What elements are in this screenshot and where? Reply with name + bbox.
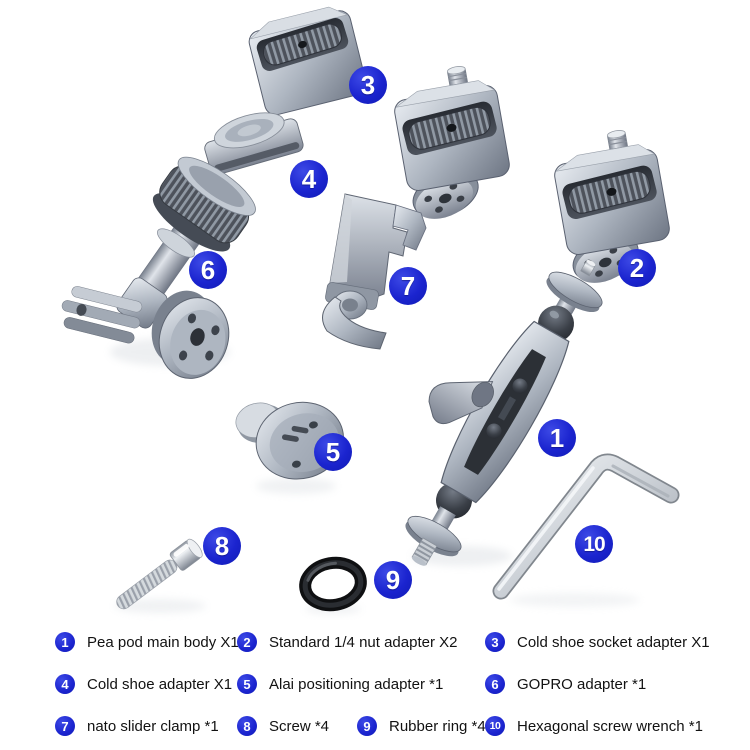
legend-label-5: Alai positioning adapter *1 [269,675,444,693]
legend-label-1: Pea pod main body X1 [87,633,239,651]
legend-item-3: 3 Cold shoe socket adapter X1 [485,631,710,653]
legend-badge-7: 7 [55,716,75,736]
legend-label-4: Cold shoe adapter X1 [87,675,233,693]
legend-item-7: 7 nato slider clamp *1 [55,715,219,737]
legend-badge-4: 4 [55,674,75,694]
legend-label-8: Screw *4 [269,717,330,735]
legend-label-3: Cold shoe socket adapter X1 [517,633,710,651]
part-photo-screw [116,538,203,610]
callout-badge-3: 3 [349,66,387,104]
part-photo-rubber-ring [299,556,367,612]
callout-badge-9: 9 [374,561,412,599]
callout-badge-6: 6 [189,251,227,289]
part-photo-hex-wrench [492,453,680,600]
legend-badge-9: 9 [357,716,377,736]
callout-badge-5: 5 [314,433,352,471]
part-photo-quarter-nut-adapter-a [386,59,519,230]
callout-badge-4: 4 [290,160,328,198]
part-photo-quarter-nut-adapter-b [546,123,679,294]
legend-item-9: 9 Rubber ring *4 [357,715,486,737]
callout-badge-7: 7 [389,267,427,305]
legend-label-7: nato slider clamp *1 [87,717,219,735]
callout-badge-2: 2 [618,249,656,287]
legend-badge-1: 1 [55,632,75,652]
legend-item-1: 1 Pea pod main body X1 [55,631,239,653]
legend-item-6: 6 GOPRO adapter *1 [485,673,646,695]
legend-badge-5: 5 [237,674,257,694]
part-photo-cold-shoe-socket-adapter [248,6,367,116]
part-photo-pea-pod-main-body [405,260,603,566]
legend-label-6: GOPRO adapter *1 [517,675,647,693]
legend-item-4: 4 Cold shoe adapter X1 [55,673,232,695]
legend-badge-3: 3 [485,632,505,652]
legend-item-10: 10 Hexagonal screw wrench *1 [485,715,703,737]
legend-label-10: Hexagonal screw wrench *1 [517,717,703,735]
legend-badge-2: 2 [237,632,257,652]
legend-item-8: 8 Screw *4 [237,715,329,737]
part-photo-gopro-adapter [61,156,256,379]
callout-badge-1: 1 [538,419,576,457]
callout-badge-10: 10 [575,525,613,563]
legend-label-2: Standard 1/4 nut adapter X2 [269,633,458,651]
legend-item-2: 2 Standard 1/4 nut adapter X2 [237,631,457,653]
legend-badge-10: 10 [485,716,505,736]
legend-item-5: 5 Alai positioning adapter *1 [237,673,443,695]
callout-badge-8: 8 [203,527,241,565]
part-photo-cold-shoe-adapter [204,112,304,176]
part-photo-nato-slider-clamp [322,193,427,350]
legend-badge-8: 8 [237,716,257,736]
legend-badge-6: 6 [485,674,505,694]
legend-label-9: Rubber ring *4 [389,717,486,735]
